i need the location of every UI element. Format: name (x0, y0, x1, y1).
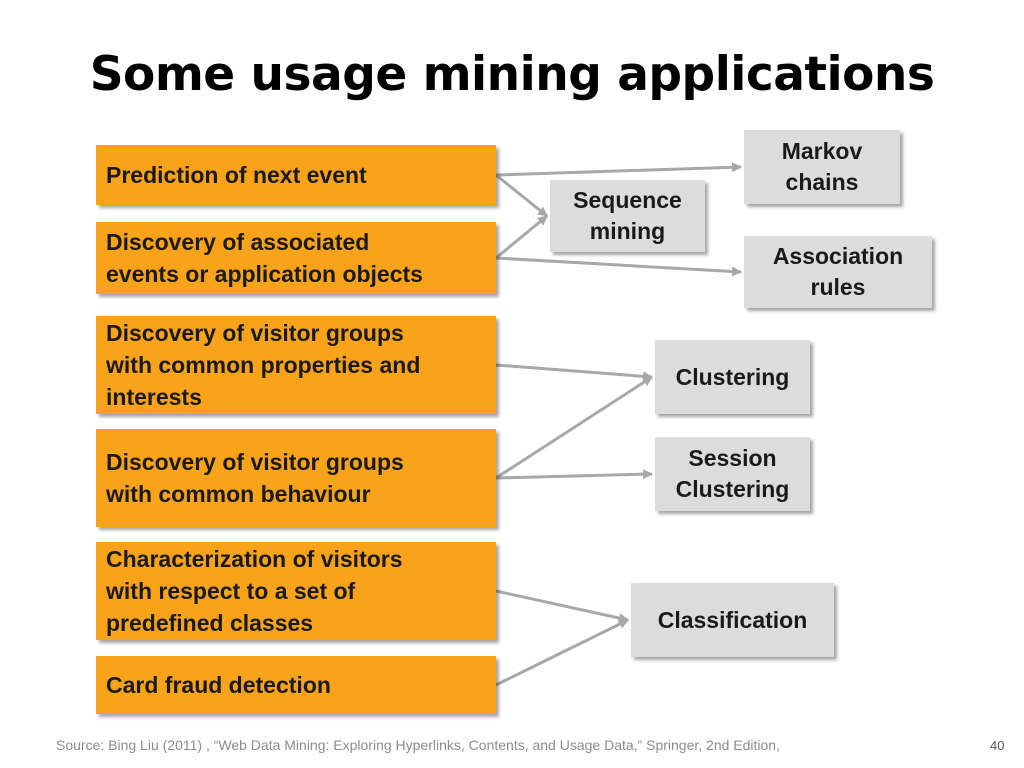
technique-label: Association rules (772, 243, 904, 300)
application-label: Characterization of visitors with respec… (106, 546, 403, 636)
application-box-visitor-groups-behaviour: Discovery of visitor groups with common … (96, 429, 496, 527)
technique-box-classification: Classification (631, 583, 834, 657)
application-box-characterization: Characterization of visitors with respec… (96, 542, 496, 640)
technique-box-markov-chains: Markov chains (744, 130, 900, 204)
connector-visitor-properties-to-clustering (495, 363, 653, 382)
connector-characterization-to-classification (495, 589, 629, 623)
technique-label: Classification (657, 606, 808, 633)
technique-box-sequence-mining: Sequence mining (550, 180, 705, 252)
technique-box-association-rules: Association rules (744, 236, 932, 308)
application-label: Discovery of associated events or applic… (106, 229, 423, 287)
connector-prediction-to-markov (495, 162, 742, 177)
connector-visitor-behaviour-to-session (495, 469, 653, 480)
application-label: Prediction of next event (106, 162, 367, 188)
application-box-prediction: Prediction of next event (96, 145, 496, 205)
application-box-card-fraud: Card fraud detection (96, 656, 496, 714)
technique-box-session-clustering: Session Clustering (655, 437, 810, 511)
slide-title: Some usage mining applications (89, 47, 935, 102)
connector-associated-to-association (495, 256, 742, 277)
technique-label: Markov chains (781, 138, 863, 195)
connector-card-fraud-to-classification (495, 618, 629, 687)
page-number: 40 (990, 738, 1005, 753)
technique-box-clustering: Clustering (655, 340, 810, 414)
connector-visitor-behaviour-to-clustering (495, 375, 653, 480)
application-label: Card fraud detection (106, 672, 331, 698)
connector-associated-to-sequence (495, 214, 548, 260)
technique-label: Session Clustering (675, 445, 790, 502)
technique-label: Sequence mining (573, 187, 682, 244)
application-box-visitor-groups-properties: Discovery of visitor groups with common … (96, 316, 496, 414)
application-label: Discovery of visitor groups with common … (106, 449, 404, 507)
connector-prediction-to-sequence (495, 173, 548, 218)
technique-label: Clustering (675, 363, 790, 390)
application-label: Discovery of visitor groups with common … (106, 320, 421, 410)
application-box-associated-events: Discovery of associated events or applic… (96, 222, 496, 294)
source-citation: Source: Bing Liu (2011) , “Web Data Mini… (56, 737, 780, 753)
